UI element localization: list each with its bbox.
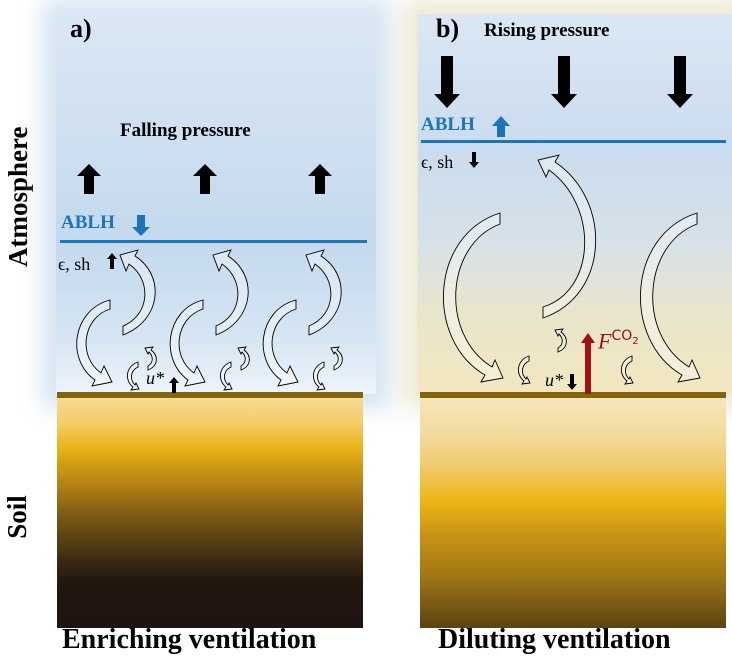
flux-subscript: 2 (632, 335, 639, 347)
eddy-large-down-a3 (262, 299, 299, 387)
eddy-small-b2 (554, 328, 567, 353)
turbulence-label-a: ϵ, sh (58, 254, 91, 274)
ablh-up-arrow-icon (492, 116, 510, 137)
ablh-label-a: ABLH (61, 212, 115, 234)
ablh-text-a: ABLH (61, 212, 115, 233)
eddy-large-up-a1 (119, 249, 156, 336)
pressure-arrow-down-1 (434, 56, 460, 108)
ablh-down-arrow-icon (132, 215, 150, 236)
co2-flux-label: FCO2 (598, 328, 639, 354)
ablh-line-a (60, 240, 367, 243)
eddy-large-up-a2 (212, 249, 249, 336)
eddy-xlarge-up-b2 (537, 154, 596, 319)
eddy-large-down-a1 (76, 299, 113, 387)
eddy-small-a3 (313, 346, 343, 391)
panel-label-a: a) (70, 14, 92, 43)
pressure-arrow-up-3 (308, 164, 332, 194)
ustar-up-arrow-icon (169, 377, 179, 393)
turbulence-down-arrow-icon (469, 152, 479, 168)
flux-superscript: CO (611, 328, 633, 344)
eddy-xlarge-down-b3 (640, 212, 701, 383)
ustar-label-a: u* (146, 368, 164, 388)
eddy-large-down-a2 (169, 299, 206, 387)
eddy-large-up-a3 (305, 249, 342, 336)
ablh-text-b: ABLH (421, 114, 475, 135)
soil-panel-a (57, 397, 363, 628)
pressure-arrow-down-3 (667, 56, 693, 108)
pressure-text-a: Falling pressure (120, 120, 251, 141)
panel-label-b: b) (436, 14, 460, 43)
turbulence-label-b: ϵ, sh (421, 152, 454, 172)
caption-a: Enriching ventilation (62, 624, 317, 655)
pressure-text-b: Rising pressure (484, 20, 610, 41)
pressure-arrow-down-2 (551, 56, 577, 108)
pressure-arrow-up-1 (77, 164, 101, 194)
co2-flux-arrow-icon (581, 333, 595, 394)
eddy-small-b3 (621, 355, 634, 385)
eddy-small-b1 (518, 355, 531, 385)
eddy-xlarge-down-b1 (443, 212, 504, 383)
ground-surface-b (420, 392, 726, 398)
caption-b: Diluting ventilation (438, 624, 671, 655)
turbulence-up-arrow-icon (107, 253, 117, 269)
ablh-label-b: ABLH (421, 114, 475, 136)
eddy-small-a1 (127, 346, 157, 391)
ground-surface-a (57, 392, 363, 398)
ustar-down-arrow-icon (567, 374, 577, 390)
eddy-small-a2 (220, 346, 250, 391)
soil-panel-b (420, 397, 726, 628)
flux-symbol: F (598, 328, 612, 354)
ablh-line-b (421, 140, 726, 143)
ustar-label-b: u* (545, 370, 563, 390)
pressure-arrow-up-2 (193, 164, 217, 194)
